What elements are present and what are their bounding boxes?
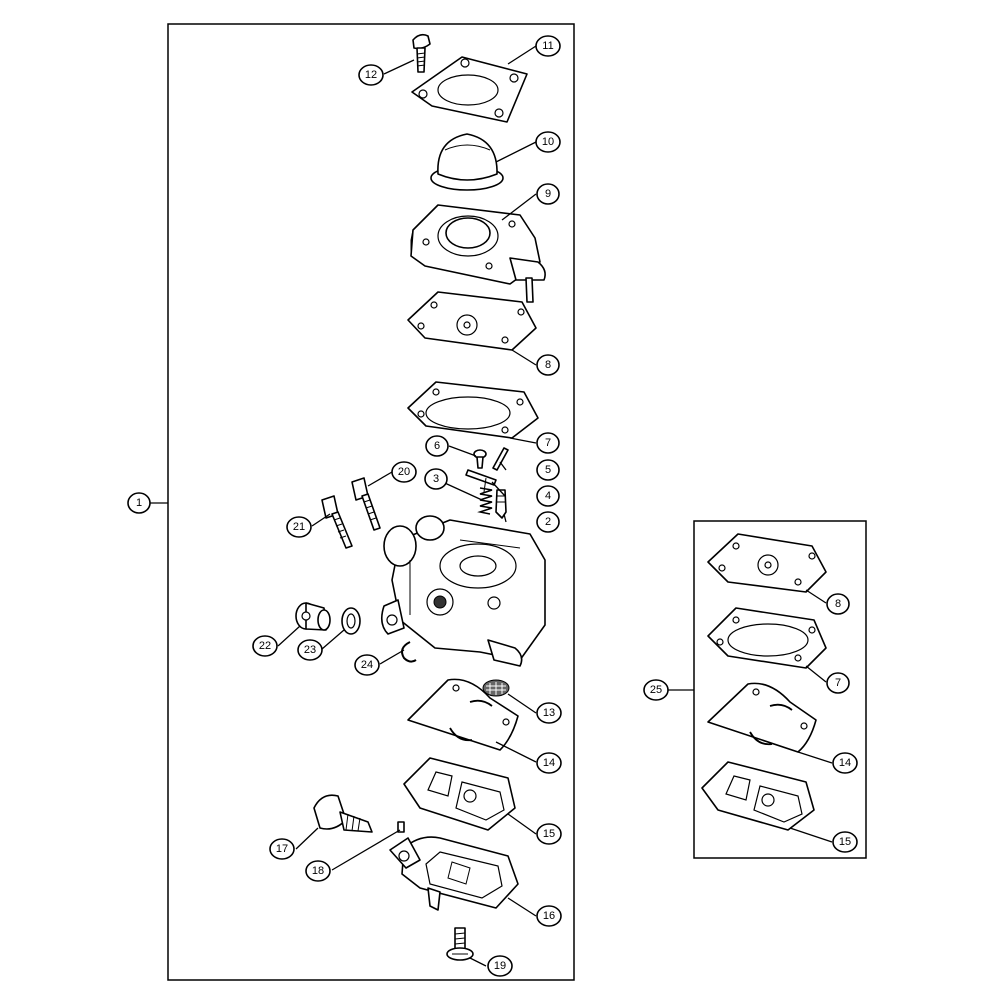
callout-9: 9 xyxy=(536,183,560,205)
part-3-spring xyxy=(477,487,493,515)
callout-3: 3 xyxy=(424,468,448,490)
kit-part-14-metering-diaphragm xyxy=(707,682,817,753)
callout-6: 6 xyxy=(425,435,449,457)
callout-14: 14 xyxy=(536,752,562,774)
part-5-pin xyxy=(492,447,509,471)
callout-7: 7 xyxy=(536,432,560,454)
part-7-gasket xyxy=(407,381,539,439)
callout-1: 1 xyxy=(127,492,151,514)
part-6-screw xyxy=(473,449,487,469)
callout-9-label: 9 xyxy=(545,188,551,200)
kit-callout-14: 14 xyxy=(832,752,858,774)
part-9-pump-cover xyxy=(410,204,546,303)
part-13-strainer xyxy=(482,679,510,697)
callout-21: 21 xyxy=(286,516,312,538)
callout-14-label: 14 xyxy=(543,757,555,769)
kit-part-8-diaphragm xyxy=(707,533,827,593)
callout-2-label: 2 xyxy=(545,516,551,528)
callout-19: 19 xyxy=(487,955,513,977)
part-22-fitting xyxy=(295,602,331,631)
callout-1-label: 1 xyxy=(136,497,142,509)
callout-24-label: 24 xyxy=(361,659,373,671)
callout-13-label: 13 xyxy=(543,707,555,719)
callout-20: 20 xyxy=(391,461,417,483)
part-17-screw xyxy=(313,794,373,833)
callout-25: 25 xyxy=(643,679,669,701)
callout-13: 13 xyxy=(536,702,562,724)
callout-3-label: 3 xyxy=(433,473,439,485)
callout-23-label: 23 xyxy=(304,644,316,656)
kit-callout-7-label: 7 xyxy=(835,677,841,689)
part-21-adjust-screw xyxy=(321,495,353,549)
part-16-metering-cover xyxy=(389,836,519,911)
part-18-pin xyxy=(397,821,405,833)
callout-16-label: 16 xyxy=(543,910,555,922)
callout-22: 22 xyxy=(252,635,278,657)
callout-18-label: 18 xyxy=(312,865,324,877)
callout-11: 11 xyxy=(535,35,561,57)
callout-17: 17 xyxy=(269,838,295,860)
part-20-adjust-screw xyxy=(351,477,381,531)
part-12-screw xyxy=(412,33,431,73)
leader-lines xyxy=(277,45,833,967)
callout-2: 2 xyxy=(536,511,560,533)
callout-25-label: 25 xyxy=(650,684,662,696)
callout-6-label: 6 xyxy=(434,440,440,452)
part-14-metering-diaphragm xyxy=(407,678,519,751)
kit-callout-8-label: 8 xyxy=(835,598,841,610)
callout-15-label: 15 xyxy=(543,828,555,840)
callout-8-label: 8 xyxy=(545,359,551,371)
callout-10-label: 10 xyxy=(542,136,554,148)
main-assembly-frame xyxy=(167,23,575,981)
part-23-washer xyxy=(341,607,361,635)
callout-12-label: 12 xyxy=(365,69,377,81)
kit-callout-15-label: 15 xyxy=(839,836,851,848)
callout-21-label: 21 xyxy=(293,521,305,533)
part-19-screw xyxy=(446,927,474,961)
kit-part-7-gasket xyxy=(707,607,827,669)
carburetor-body xyxy=(380,515,546,667)
kit-callout-15: 15 xyxy=(832,831,858,853)
kit-callout-14-label: 14 xyxy=(839,757,851,769)
callout-20-label: 20 xyxy=(398,466,410,478)
callout-24: 24 xyxy=(354,654,380,676)
callout-23: 23 xyxy=(297,639,323,661)
callout-8: 8 xyxy=(536,354,560,376)
callout-4: 4 xyxy=(536,485,560,507)
callout-17-label: 17 xyxy=(276,843,288,855)
callout-18: 18 xyxy=(305,860,331,882)
part-24-circlip xyxy=(401,641,417,663)
callout-7-label: 7 xyxy=(545,437,551,449)
callout-16: 16 xyxy=(536,905,562,927)
callout-5-label: 5 xyxy=(545,464,551,476)
part-11-gasket xyxy=(411,56,528,123)
callout-19-label: 19 xyxy=(494,960,506,972)
part-8-diaphragm xyxy=(407,291,537,351)
kit-part-15-gasket xyxy=(701,761,815,831)
part-10-primer-bulb xyxy=(430,133,504,191)
callout-4-label: 4 xyxy=(545,490,551,502)
callout-12: 12 xyxy=(358,64,384,86)
callout-15: 15 xyxy=(536,823,562,845)
callout-11-label: 11 xyxy=(542,40,553,52)
kit-callout-8: 8 xyxy=(826,593,850,615)
callout-5: 5 xyxy=(536,459,560,481)
part-15-gasket xyxy=(403,757,516,831)
callout-22-label: 22 xyxy=(259,640,271,652)
part-2-needle xyxy=(495,489,507,519)
callout-10: 10 xyxy=(535,131,561,153)
kit-callout-7: 7 xyxy=(826,672,850,694)
